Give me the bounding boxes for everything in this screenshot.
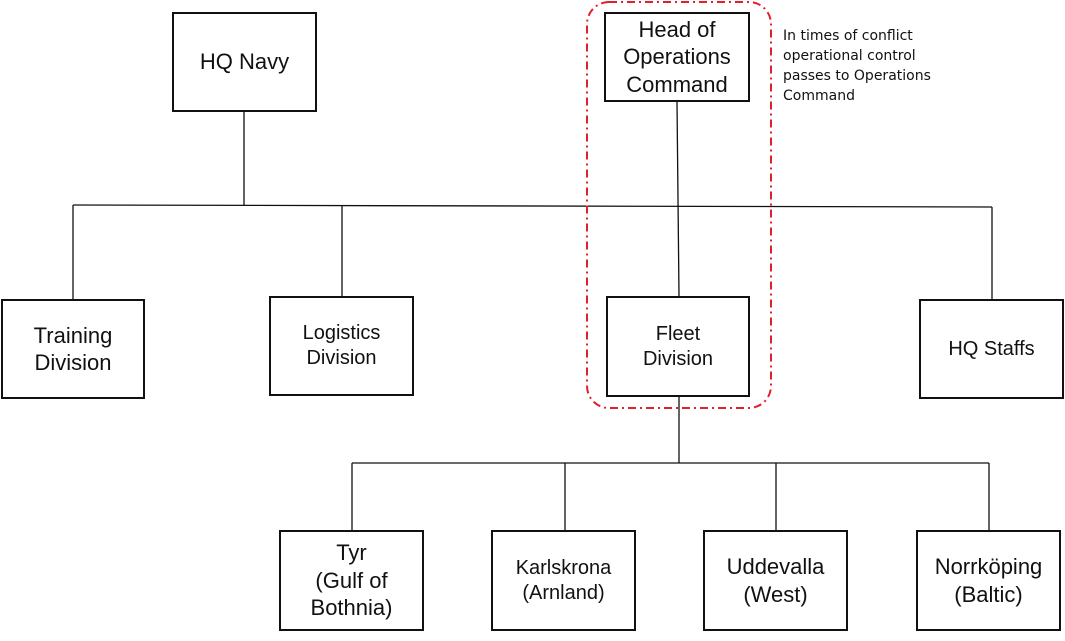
node-logistics-division: Logistics Division <box>269 296 414 396</box>
node-karlskrona: Karlskrona (Arnland) <box>491 530 636 631</box>
node-norrkoping-label: Norrköping (Baltic) <box>934 554 1043 607</box>
node-uddevalla-label: Uddevalla (West) <box>726 554 825 607</box>
conflict-annotation: In times of conflict operational control… <box>783 28 931 104</box>
node-hq-navy: HQ Navy <box>172 12 317 112</box>
operations-command-highlight <box>586 1 772 409</box>
node-karlskrona-label: Karlskrona (Arnland) <box>515 556 612 604</box>
node-norrkoping: Norrköping (Baltic) <box>916 530 1061 631</box>
node-hq-navy-label: HQ Navy <box>199 49 290 75</box>
node-training-division: Training Division <box>1 299 145 399</box>
node-training-label: Training Division <box>33 322 113 376</box>
node-hq-staffs: HQ Staffs <box>919 299 1064 399</box>
node-tyr: Tyr (Gulf of Bothnia) <box>279 530 424 631</box>
node-hq-staffs-label: HQ Staffs <box>948 337 1035 360</box>
connector-head-ops-down <box>676 101 680 297</box>
node-fleet-division: Fleet Division <box>606 296 750 397</box>
node-uddevalla: Uddevalla (West) <box>703 530 848 631</box>
node-tyr-label: Tyr (Gulf of Bothnia) <box>310 540 393 621</box>
node-head-of-operations-command: Head of Operations Command <box>604 12 750 102</box>
node-logistics-label: Logistics Division <box>302 322 381 369</box>
node-head-ops-label: Head of Operations Command <box>623 16 731 97</box>
node-fleet-label: Fleet Division <box>642 322 714 370</box>
connector-top-bus <box>72 204 993 208</box>
